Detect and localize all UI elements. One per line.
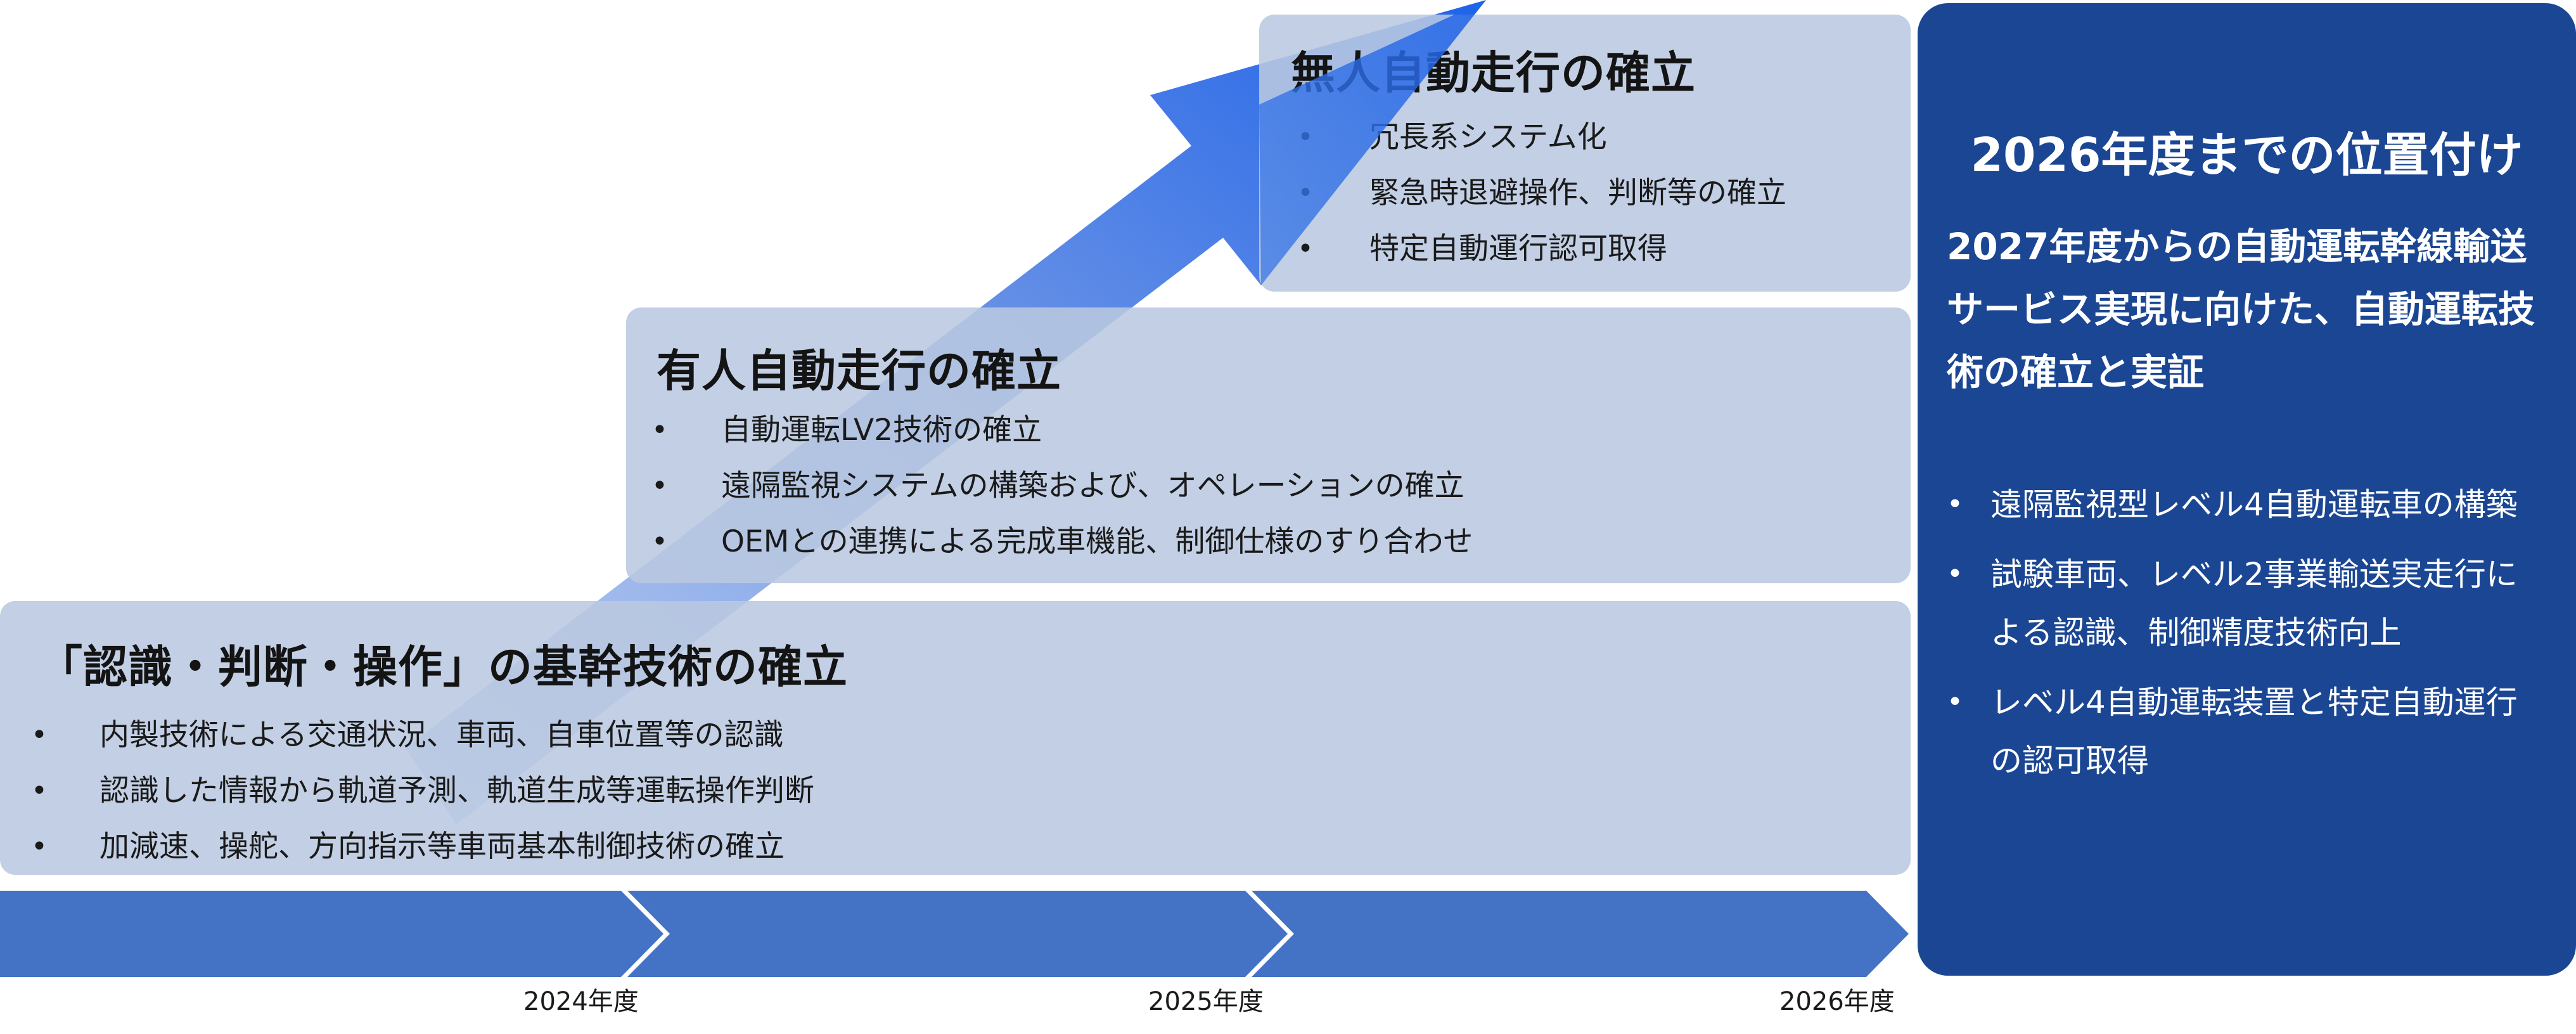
list-item-text: 認識した情報から軌道予測、軌道生成等運転操作判断: [99, 773, 814, 808]
timeline-segment-2026: [1252, 891, 1909, 977]
timeline-segment-2024: [0, 891, 663, 977]
timeline-label-2026: 2026年度: [1779, 987, 1895, 1016]
stage-box-basic-tech: 「認識・判断・操作」の基幹技術の確立 • 内製技術による交通状況、車両、自車位置等…: [0, 601, 1911, 875]
bullet-icon: •: [31, 719, 48, 751]
list-item-text: OEMとの連携による完成車機能、制御仕様のすり合わせ: [721, 524, 1473, 559]
list-item-text: 加減速、操舵、方向指示等車両基本制御技術の確立: [99, 829, 785, 864]
stage-title: 「認識・判断・操作」の基幹技術の確立: [38, 641, 848, 693]
list-item-text: 遠隔監視システムの構築および、オペレーションの確立: [721, 469, 1464, 503]
timeline-segment-2025: [627, 891, 1288, 977]
stage-title: 無人自動走行の確立: [1291, 47, 1696, 99]
timeline-bar: [0, 891, 1909, 977]
panel-title: 2026年度までの位置付け: [1970, 128, 2523, 183]
list-item: • OEMとの連携による完成車機能、制御仕様のすり合わせ: [626, 514, 1473, 570]
list-item: • 認識した情報から軌道予測、軌道生成等運転操作判断: [0, 763, 814, 819]
list-item: • 緊急時退避操作、判断等の確立: [1259, 165, 1786, 221]
list-item: • 特定自動運行認可取得: [1259, 221, 1786, 277]
list-item: • 内製技術による交通状況、車両、自車位置等の認識: [0, 708, 814, 763]
bullet-icon: •: [31, 775, 48, 807]
bullet-icon: •: [1947, 558, 1963, 590]
bullet-icon: •: [1947, 686, 1963, 718]
timeline-label-2024: 2024年度: [523, 987, 639, 1016]
list-item-text: 遠隔監視型レベル4自動運転車の構築: [1990, 486, 2518, 523]
panel-subtitle: 2027年度からの自動運転幹線輸送サービス実現に向けた、自動運転技術の確立と実証: [1947, 225, 2535, 394]
list-item: • 冗長系システム化: [1259, 110, 1786, 165]
bullet-icon: •: [1297, 233, 1314, 265]
stage-item-list: • 冗長系システム化 • 緊急時退避操作、判断等の確立 • 特定自動運行認可取得: [1259, 110, 1786, 277]
bullet-icon: •: [651, 526, 668, 558]
list-item-text: 試験車両、レベル2事業輸送実走行による認識、制御精度技術向上: [1990, 556, 2518, 651]
stage-title: 有人自動走行の確立: [657, 345, 1061, 397]
list-item-text: 冗長系システム化: [1369, 120, 1607, 155]
summary-panel: 2026年度までの位置付け 2027年度からの自動運転幹線輸送サービス実現に向け…: [1918, 3, 2576, 976]
stage-item-list: • 自動運転LV2技術の確立 • 遠隔監視システムの構築および、オペレーションの確立…: [626, 403, 1473, 570]
bullet-icon: •: [1947, 488, 1963, 520]
bullet-icon: •: [651, 470, 668, 502]
bullet-icon: •: [31, 830, 48, 863]
stage-box-manned: 有人自動走行の確立 • 自動運転LV2技術の確立 • 遠隔監視システムの構築および、…: [626, 307, 1911, 583]
list-item-text: 緊急時退避操作、判断等の確立: [1369, 176, 1786, 210]
list-item-text: 内製技術による交通状況、車両、自車位置等の認識: [99, 718, 784, 753]
bullet-icon: •: [1297, 121, 1314, 153]
bullet-icon: •: [1297, 177, 1314, 209]
list-item-text: レベル4自動運転装置と特定自動運行の認可取得: [1990, 684, 2518, 779]
list-item-text: 特定自動運行認可取得: [1369, 231, 1667, 266]
list-item: • レベル4自動運転装置と特定自動運行の認可取得: [1918, 673, 2576, 790]
list-item-text: 自動運転LV2技術の確立: [721, 413, 1042, 448]
list-item: • 遠隔監視型レベル4自動運転車の構築: [1918, 475, 2576, 534]
list-item: • 加減速、操舵、方向指示等車両基本制御技術の確立: [0, 819, 814, 875]
bullet-icon: •: [651, 414, 668, 446]
timeline-label-2025: 2025年度: [1148, 987, 1264, 1016]
panel-item-list: • 遠隔監視型レベル4自動運転車の構築 • 試験車両、レベル2事業輸送実走行による認…: [1918, 475, 2576, 801]
stage-box-unmanned: 無人自動走行の確立 • 冗長系システム化 • 緊急時退避操作、判断等の確立 • 特定自…: [1259, 15, 1911, 292]
list-item: • 自動運転LV2技術の確立: [626, 403, 1473, 458]
stage-item-list: • 内製技術による交通状況、車両、自車位置等の認識 • 認識した情報から軌道予測、軌…: [0, 708, 814, 875]
list-item: • 試験車両、レベル2事業輸送実走行による認識、制御精度技術向上: [1918, 545, 2576, 662]
list-item: • 遠隔監視システムの構築および、オペレーションの確立: [626, 458, 1473, 514]
